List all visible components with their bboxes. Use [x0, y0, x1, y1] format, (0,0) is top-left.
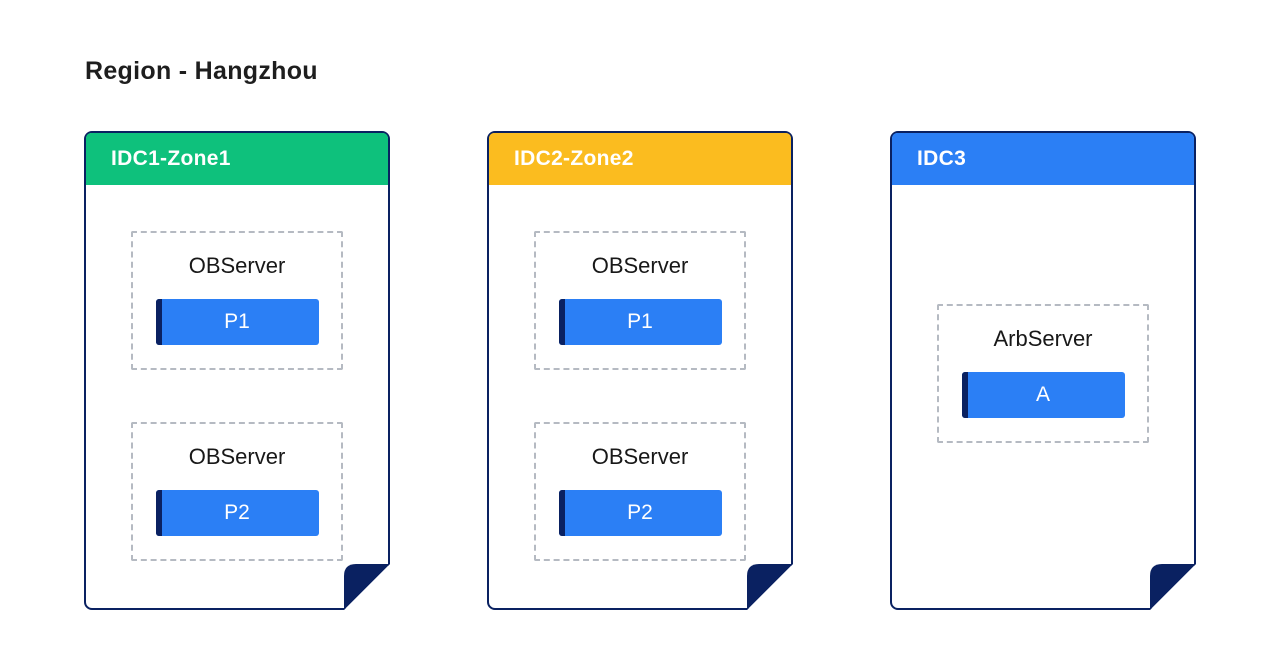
idc1-zone1-body: OBServer P1 OBServer P2: [86, 185, 388, 608]
idc1-zone1-card: IDC1-Zone1 OBServer P1 OBServer P2: [84, 131, 390, 610]
idc2-zone2-header: IDC2-Zone2: [489, 133, 791, 185]
badge-accent-bar: [156, 299, 162, 345]
replica-badge-label: P2: [627, 501, 653, 524]
replica-badge: P1: [156, 299, 319, 345]
replica-badge-label: P1: [224, 310, 250, 333]
server-name: OBServer: [188, 444, 286, 469]
server-name: ArbServer: [993, 326, 1093, 351]
badge-accent-bar: [156, 490, 162, 536]
replica-badge-label: A: [1035, 383, 1050, 406]
idc2-zone2-body: OBServer P1 OBServer P2: [489, 185, 791, 608]
replica-badge-label: P1: [627, 310, 653, 333]
idc2-zone2-card: IDC2-Zone2 OBServer P1 OBServer P2: [487, 131, 793, 610]
replica-badge: P1: [559, 299, 722, 345]
page-title: Region - Hangzhou: [85, 57, 318, 85]
server-box: OBServer P1: [534, 231, 746, 370]
replica-badge: P2: [156, 490, 319, 536]
server-name: OBServer: [188, 253, 286, 278]
replica-badge: A: [962, 372, 1125, 418]
idc3-body: ArbServer A: [892, 185, 1194, 608]
badge-accent-bar: [559, 490, 565, 536]
folded-corner-icon: [747, 564, 793, 610]
server-box: OBServer P1: [131, 231, 343, 370]
badge-accent-bar: [559, 299, 565, 345]
folded-corner-icon: [1150, 564, 1196, 610]
replica-badge: P2: [559, 490, 722, 536]
idc3-header: IDC3: [892, 133, 1194, 185]
server-name: OBServer: [591, 444, 689, 469]
idc3-card: IDC3 ArbServer A: [890, 131, 1196, 610]
server-name: OBServer: [591, 253, 689, 278]
server-box: OBServer P2: [534, 422, 746, 561]
server-box: OBServer P2: [131, 422, 343, 561]
idc1-zone1-header: IDC1-Zone1: [86, 133, 388, 185]
badge-accent-bar: [962, 372, 968, 418]
folded-corner-icon: [344, 564, 390, 610]
replica-badge-label: P2: [224, 501, 250, 524]
server-box: ArbServer A: [937, 304, 1149, 443]
